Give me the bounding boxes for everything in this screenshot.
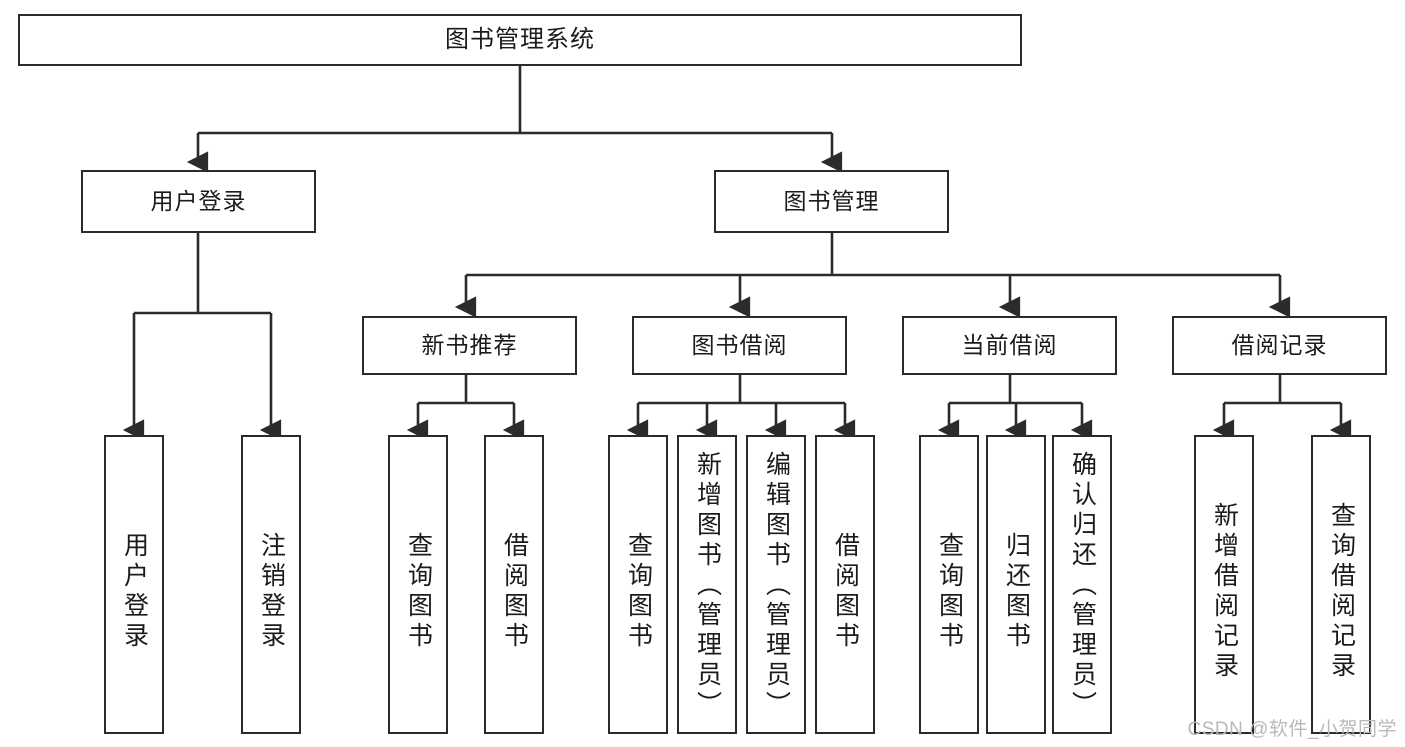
node-label: 查询图书 bbox=[935, 531, 964, 652]
node-label: 图书管理 bbox=[783, 188, 880, 215]
node-leaf-return-book[interactable]: 归还图书 bbox=[986, 435, 1046, 734]
csdn-watermark: CSDN @软件_小贺同学 bbox=[1187, 719, 1397, 740]
node-label: 用户登录 bbox=[150, 188, 247, 215]
node-current-borrowing[interactable]: 当前借阅 bbox=[902, 316, 1117, 375]
node-leaf-borrow-book-new[interactable]: 借阅图书 bbox=[484, 435, 544, 734]
node-leaf-borrow-book[interactable]: 借阅图书 bbox=[815, 435, 875, 734]
node-leaf-user-login[interactable]: 用户登录 bbox=[104, 435, 164, 734]
node-label: 查询图书 bbox=[404, 531, 433, 652]
node-label: 新书推荐 bbox=[421, 332, 518, 359]
node-leaf-query-book-new[interactable]: 查询图书 bbox=[388, 435, 448, 734]
node-root-book-management-system[interactable]: 图书管理系统 bbox=[18, 14, 1022, 66]
node-leaf-edit-book-admin[interactable]: 编辑图书（管理员） bbox=[746, 435, 806, 734]
node-label: 新增借阅记录 bbox=[1210, 501, 1239, 682]
node-label: 当前借阅 bbox=[961, 332, 1058, 359]
node-label: 归还图书 bbox=[1002, 531, 1031, 652]
node-leaf-add-borrow-record[interactable]: 新增借阅记录 bbox=[1194, 435, 1254, 734]
node-label: 借阅记录 bbox=[1231, 332, 1328, 359]
node-borrowing-record[interactable]: 借阅记录 bbox=[1172, 316, 1387, 375]
node-label: 图书借阅 bbox=[691, 332, 788, 359]
node-label: 查询借阅记录 bbox=[1327, 501, 1356, 682]
node-label: 借阅图书 bbox=[500, 531, 529, 652]
node-label: 用户登录 bbox=[120, 531, 149, 652]
node-leaf-logout[interactable]: 注销登录 bbox=[241, 435, 301, 734]
node-leaf-confirm-return-admin[interactable]: 确认归还（管理员） bbox=[1052, 435, 1112, 734]
node-leaf-query-book-borrow[interactable]: 查询图书 bbox=[608, 435, 668, 734]
node-leaf-query-book-current[interactable]: 查询图书 bbox=[919, 435, 979, 734]
node-label: 图书管理系统 bbox=[445, 26, 595, 54]
node-book-borrowing[interactable]: 图书借阅 bbox=[632, 316, 847, 375]
node-label: 借阅图书 bbox=[831, 531, 860, 652]
node-book-management[interactable]: 图书管理 bbox=[714, 170, 949, 233]
node-label: 注销登录 bbox=[257, 531, 286, 652]
node-user-login[interactable]: 用户登录 bbox=[81, 170, 316, 233]
node-label: 查询图书 bbox=[624, 531, 653, 652]
node-label: 确认归还（管理员） bbox=[1068, 451, 1097, 721]
node-leaf-query-borrow-record[interactable]: 查询借阅记录 bbox=[1311, 435, 1371, 734]
node-new-book-recommendation[interactable]: 新书推荐 bbox=[362, 316, 577, 375]
node-leaf-add-book-admin[interactable]: 新增图书（管理员） bbox=[677, 435, 737, 734]
node-label: 编辑图书（管理员） bbox=[762, 451, 791, 721]
node-label: 新增图书（管理员） bbox=[693, 451, 722, 721]
